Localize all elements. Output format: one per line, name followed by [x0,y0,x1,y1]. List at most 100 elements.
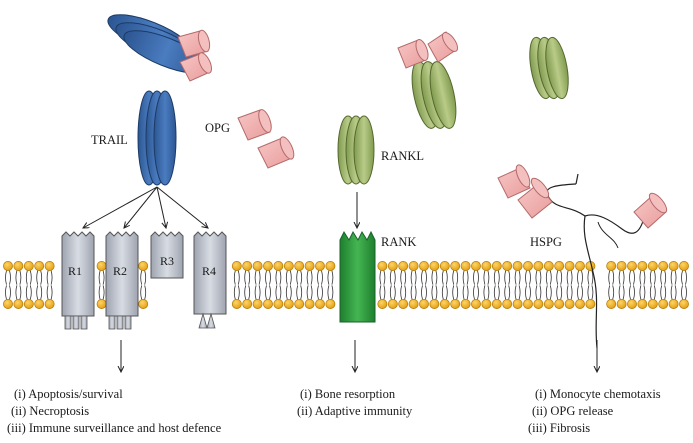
lipid-head [96,261,107,271]
lipid-head [627,261,637,271]
lipid-tail [514,270,521,300]
lipid-head [533,299,544,309]
trail-opg-complex [107,14,212,82]
lipid-tail [317,270,323,300]
trail-trimer [137,90,177,186]
lipid-tail [410,270,417,300]
receptor-r3 [150,231,184,279]
hspg-outcome-1: (i) Monocyte chemotaxis [535,387,661,401]
lipid-tail [587,270,594,300]
lipid-head [502,299,513,309]
lipid-head [460,299,471,309]
lipid-tail [421,270,427,300]
lipid-head [512,299,523,309]
receptor-r2 [105,231,139,330]
lipid-head [679,299,689,309]
lipid-head [252,261,263,271]
receptor-r4 [193,231,227,329]
trail-outcomes: (i) Apoptosis/survival (ii) Necroptosis … [7,387,222,435]
hspg-label: HSPG [530,235,562,249]
lipid-tail [275,270,282,300]
lipid-head [606,299,617,309]
rank-outcomes: (i) Bone resorption (ii) Adaptive immuni… [297,387,413,418]
lipid-tail [46,270,53,300]
lipid-tail [639,270,646,300]
lipid-head [533,261,544,271]
rankl-trimer-free [529,36,569,100]
lipid-tail [483,270,490,300]
lipid-tail [577,270,583,300]
lipid-tail [535,270,542,300]
lipid-head [460,261,471,271]
lipid-tail [608,270,615,300]
lipid-head [647,261,658,271]
r2-label: R2 [113,264,127,278]
rankl-label: RANKL [381,149,424,163]
lipid-head [450,299,461,309]
lipid-head [491,261,502,271]
lipid-head [647,299,658,309]
lipid-head [616,299,627,309]
lipid-tail [431,270,438,300]
lipid-head [419,261,429,271]
lipid-head [138,299,149,309]
lipid-head [481,261,492,271]
lipid-bilayer-membrane [3,261,689,309]
lipid-head [242,299,253,309]
hspg-outcomes: (i) Monocyte chemotaxis (ii) OPG release… [528,387,661,435]
lipid-head [304,299,315,309]
trail-outcome-2: (ii) Necroptosis [11,404,89,418]
lipid-head [564,261,575,271]
lipid-head [315,261,325,271]
lipid-head [658,299,669,309]
lipid-tail [15,270,22,300]
lipid-head [679,261,689,271]
hspg-outcome-2: (ii) OPG release [532,404,614,418]
lipid-head [668,299,679,309]
lipid-head [637,261,648,271]
lipid-tail [244,270,251,300]
lipid-head [3,261,13,271]
lipid-head [44,261,55,271]
lipid-head [325,299,336,309]
lipid-tail [254,270,261,300]
opg-dimer [237,109,295,169]
lipid-head [23,261,34,271]
lipid-tail [473,270,479,300]
lipid-head [263,299,273,309]
lipid-tail [618,270,625,300]
lipid-tail [525,270,531,300]
lipid-head [398,261,409,271]
lipid-tail [327,270,334,300]
lipid-head [523,261,533,271]
lipid-head [377,261,388,271]
lipid-tail [629,270,635,300]
lipid-head [294,261,305,271]
lipid-tail [389,270,396,300]
hspg-outcome-3: (iii) Fibrosis [528,421,590,435]
lipid-tail [285,270,292,300]
lipid-tail [545,270,552,300]
lipid-head [283,261,294,271]
lipid-head [471,261,481,271]
trail-receptor-arrows [83,186,208,228]
lipid-head [512,261,523,271]
lipid-tail [462,270,469,300]
rankl-opg-complex [397,31,459,129]
lipid-head [606,261,617,271]
lipid-head [627,299,637,309]
r4-label: R4 [202,264,216,278]
lipid-head [96,299,107,309]
lipid-head [668,261,679,271]
lipid-head [554,299,565,309]
rank-receptor [339,230,376,323]
lipid-head [242,261,253,271]
r3-label: R3 [160,254,174,268]
lipid-tail [493,270,500,300]
lipid-head [387,261,398,271]
lipid-head [419,299,429,309]
lipid-head [231,299,242,309]
lipid-tail [25,270,32,300]
lipid-head [3,299,13,309]
